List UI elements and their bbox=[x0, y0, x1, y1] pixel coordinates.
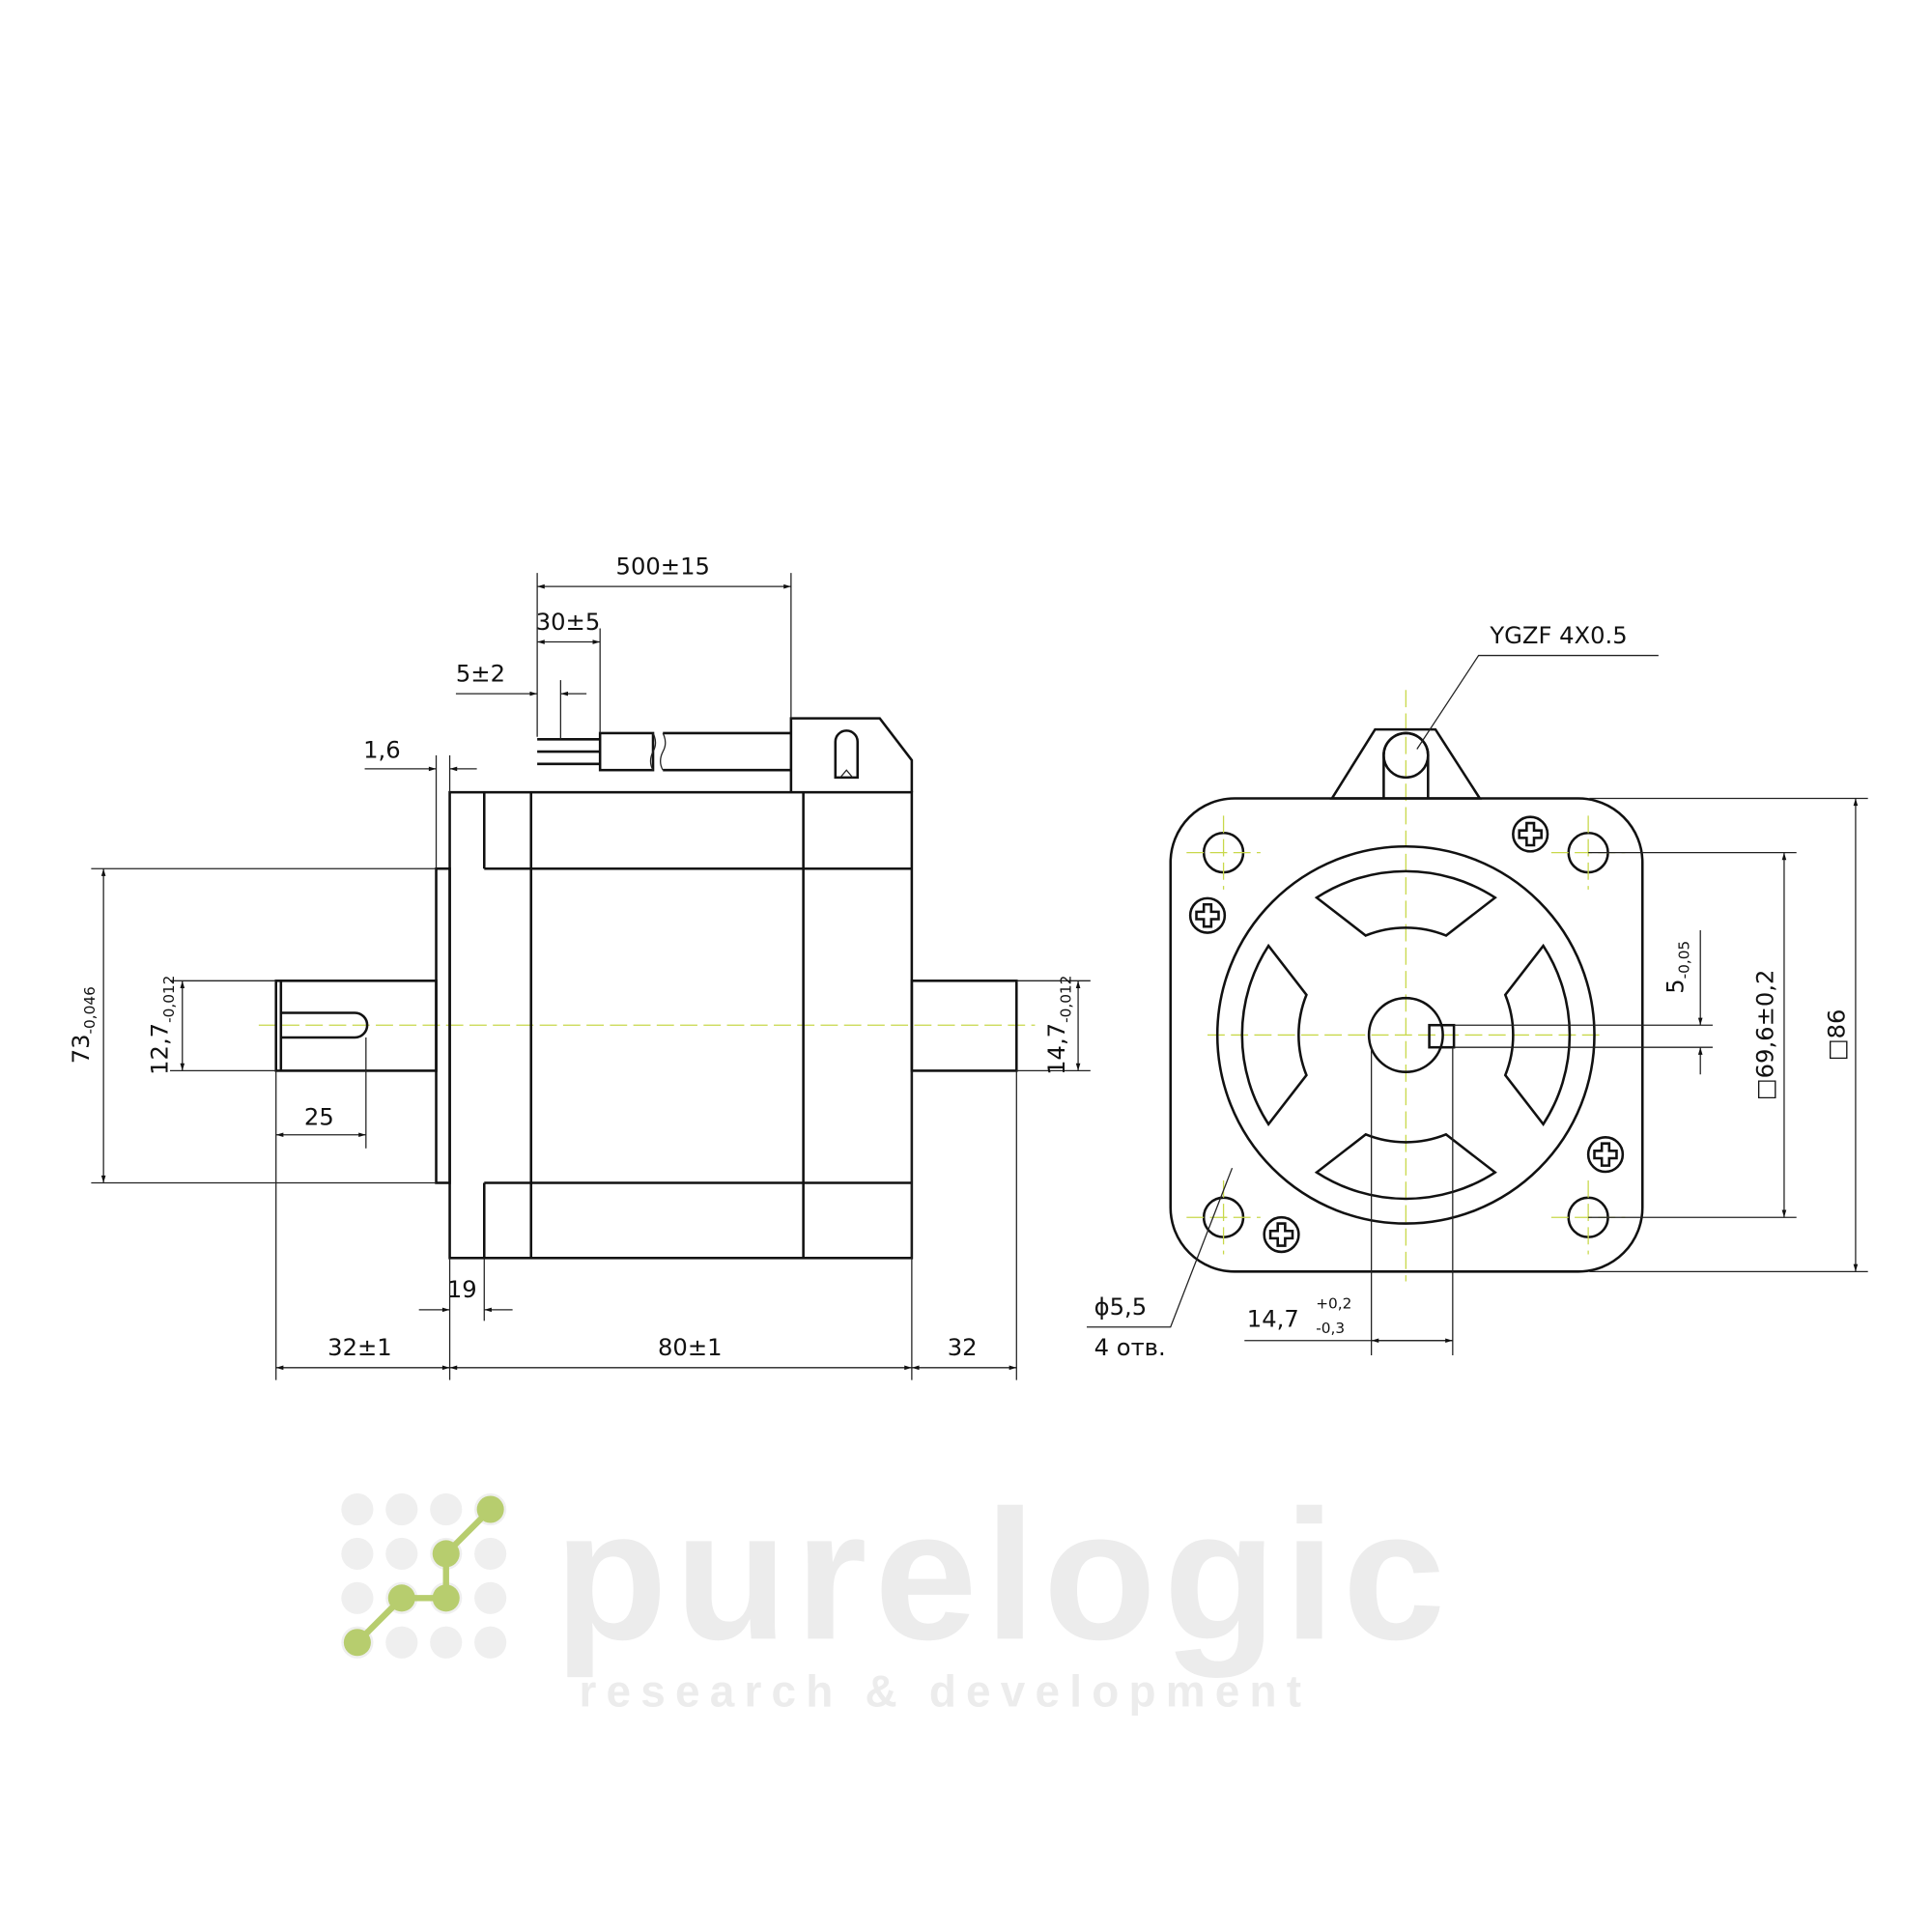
phillips-screw-icon bbox=[1586, 1136, 1625, 1174]
connector-label: YGZF 4X0.5 bbox=[1489, 622, 1627, 649]
rear-cover bbox=[1215, 844, 1596, 1225]
logo-dot bbox=[385, 1626, 418, 1659]
logo-dot bbox=[341, 1492, 374, 1526]
flange-thickness-label: 1,6 bbox=[363, 736, 401, 763]
body-size-label: □86 bbox=[1823, 1009, 1850, 1062]
connector-top bbox=[1329, 727, 1483, 800]
cover-window bbox=[1314, 869, 1497, 937]
cover-windows bbox=[1240, 869, 1572, 1201]
wire-strip-label: 5±2 bbox=[456, 660, 505, 687]
flange-offset-label: 19 bbox=[447, 1276, 477, 1303]
rear-shaft-diameter-label: 14,7-0,012 bbox=[1043, 976, 1074, 1075]
key-offset-tol-upper: +0,2 bbox=[1316, 1295, 1351, 1313]
hole-count-label: 4 отв. bbox=[1094, 1334, 1166, 1361]
logo-dot bbox=[474, 1581, 507, 1614]
front-shaft-diameter-label: 12,7-0,012 bbox=[146, 976, 177, 1075]
rear-shaft-length-label: 32 bbox=[948, 1334, 978, 1361]
hole-spacing-label: □69,6±0,2 bbox=[1751, 970, 1778, 1101]
cable-length-label: 500±15 bbox=[616, 553, 710, 580]
key-offset-label: 14,7 bbox=[1247, 1306, 1299, 1333]
logo-dot bbox=[341, 1581, 374, 1614]
logo-dot bbox=[385, 1537, 418, 1570]
front-shaft bbox=[274, 980, 438, 1072]
dimensions-side: 500±15 30±5 5±2 1,6 73-0,046 12,7-0,012 bbox=[68, 553, 1091, 1380]
phillips-screw-icon bbox=[1512, 815, 1549, 853]
logo-dot bbox=[430, 1492, 463, 1526]
hole-diameter-label: ϕ5,5 bbox=[1094, 1293, 1148, 1321]
sleeve-length-label: 30±5 bbox=[536, 609, 601, 636]
watermark-brand: purelogic bbox=[554, 1471, 1453, 1678]
side-view: 500±15 30±5 5±2 1,6 73-0,046 12,7-0,012 bbox=[68, 553, 1091, 1380]
watermark-tagline: research & development bbox=[579, 1666, 1311, 1717]
logo-dot bbox=[430, 1626, 463, 1659]
logo-dot bbox=[474, 1537, 507, 1570]
body-length-label: 80±1 bbox=[658, 1334, 723, 1361]
logo-dot bbox=[341, 1537, 374, 1570]
logo-accent-dot bbox=[432, 1584, 460, 1612]
rear-shaft bbox=[910, 980, 1018, 1072]
phillips-screw-icon bbox=[1188, 896, 1227, 934]
cover-window bbox=[1314, 1132, 1497, 1201]
logo-dot bbox=[474, 1626, 507, 1659]
logo-accent-dot bbox=[432, 1540, 460, 1568]
key-offset-tol-lower: -0,3 bbox=[1316, 1320, 1345, 1337]
dimensions-front: YGZF 4X0.5 □86 □69,6±0,2 5-0,05 14,7 +0,… bbox=[1087, 622, 1868, 1361]
screws bbox=[1188, 815, 1625, 1254]
phillips-screw-icon bbox=[1263, 1215, 1300, 1254]
cable bbox=[537, 731, 791, 772]
watermark-logo: purelogic research & development bbox=[341, 1471, 1453, 1717]
front-shaft-length-label: 32±1 bbox=[327, 1334, 392, 1361]
key-length-label: 25 bbox=[304, 1104, 334, 1131]
key-width-label: 5-0,05 bbox=[1662, 941, 1692, 994]
logo-dot bbox=[385, 1492, 418, 1526]
logo-accent-dot bbox=[387, 1584, 415, 1612]
logo-accent-dot bbox=[476, 1495, 504, 1523]
pilot-diameter-label: 73-0,046 bbox=[68, 986, 99, 1064]
connector-housing bbox=[789, 717, 914, 793]
hub bbox=[1367, 996, 1444, 1073]
cover-window bbox=[1240, 943, 1308, 1126]
logo-accent-dot bbox=[343, 1629, 371, 1657]
cover-window bbox=[1503, 943, 1572, 1126]
shaft-key bbox=[1428, 1023, 1456, 1049]
front-view: YGZF 4X0.5 □86 □69,6±0,2 5-0,05 14,7 +0,… bbox=[1087, 622, 1868, 1361]
